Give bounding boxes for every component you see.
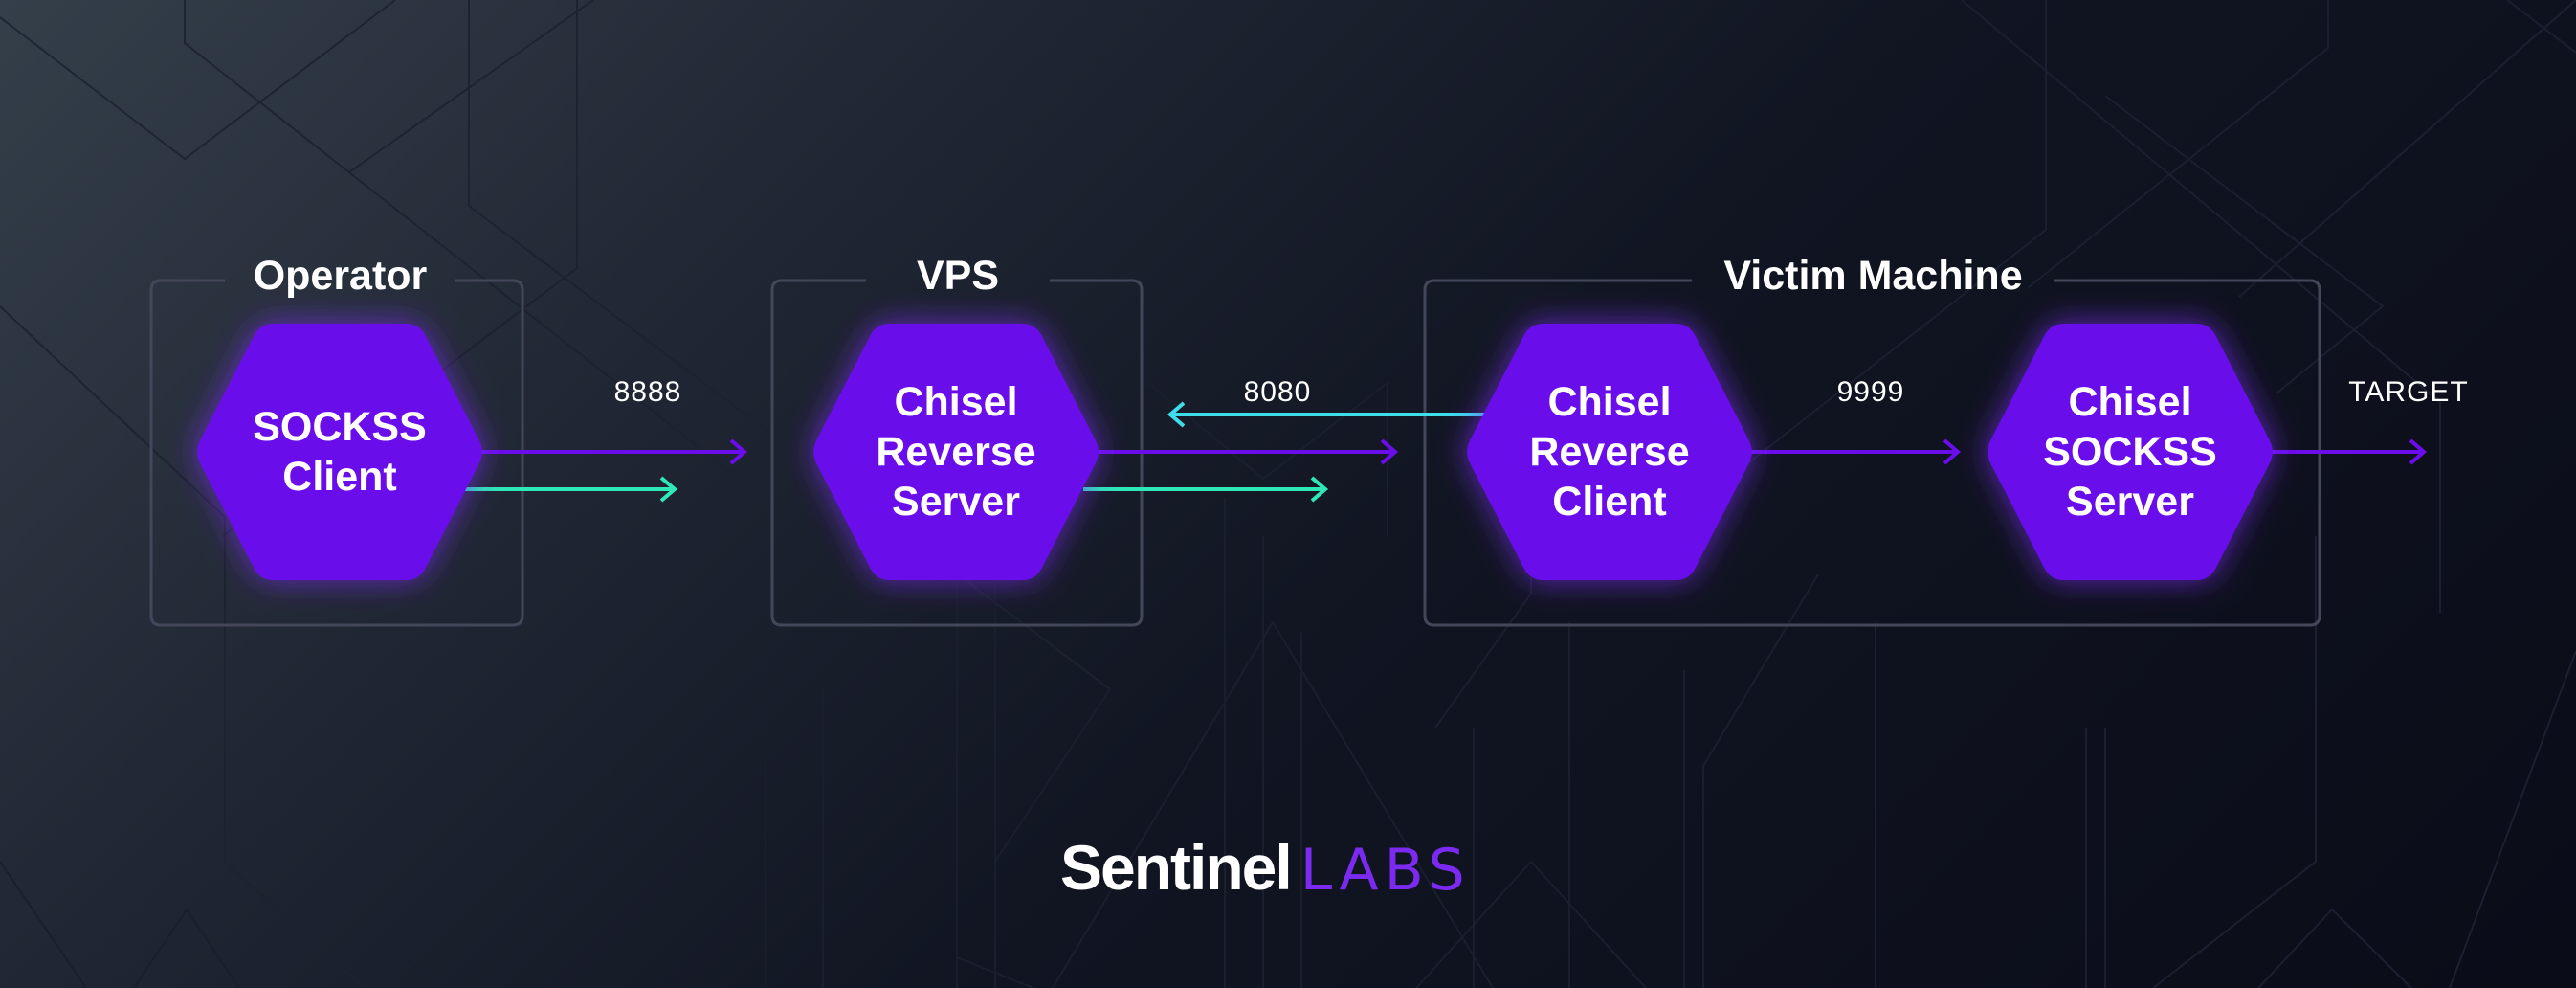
- hex-chisel-reverse-client: [1467, 324, 1752, 580]
- node-label-line: Chisel: [1547, 379, 1672, 425]
- port-label-target: TARGET: [2348, 376, 2469, 408]
- group-title-victim-machine: Victim Machine: [1723, 253, 2023, 299]
- node-label-line: Reverse: [876, 429, 1036, 475]
- victim-machine-box: [1423, 279, 2321, 627]
- port-label-8080: 8080: [1243, 376, 1312, 408]
- port-label-9999: 9999: [1836, 376, 1905, 408]
- hex-chisel-reverse-server: [813, 324, 1099, 580]
- node-label-line: Chisel: [2068, 379, 2192, 425]
- vps-box: [770, 279, 1144, 627]
- group-title-operator: Operator: [253, 253, 428, 299]
- node-label-line: Server: [2066, 479, 2194, 525]
- node-label-line: Client: [1552, 479, 1667, 525]
- node-label-line: SOCKSS: [253, 404, 427, 450]
- node-chisel-reverse-server: Chisel Reverse Server: [812, 377, 1099, 527]
- node-chisel-reverse-client: Chisel Reverse Client: [1466, 377, 1753, 527]
- node-label-line: Chisel: [894, 379, 1018, 425]
- node-label-line: Client: [282, 454, 397, 500]
- group-title-vps: VPS: [916, 253, 1000, 299]
- hex-chisel-sockss-server: [1988, 324, 2273, 580]
- hex-sockss-client: [197, 324, 482, 580]
- node-label-line: SOCKSS: [2043, 429, 2217, 475]
- port-label-8888: 8888: [613, 376, 682, 408]
- node-label-line: Reverse: [1529, 429, 1690, 475]
- node-sockss-client: SOCKSS Client: [196, 402, 483, 502]
- logo-labs-text: LABS: [1299, 837, 1471, 904]
- node-label-line: Server: [892, 479, 1020, 525]
- logo-sentinel-text: Sentinel: [1060, 832, 1293, 903]
- operator-box: [149, 279, 524, 627]
- node-chisel-sockss-server: Chisel SOCKSS Server: [1987, 377, 2274, 527]
